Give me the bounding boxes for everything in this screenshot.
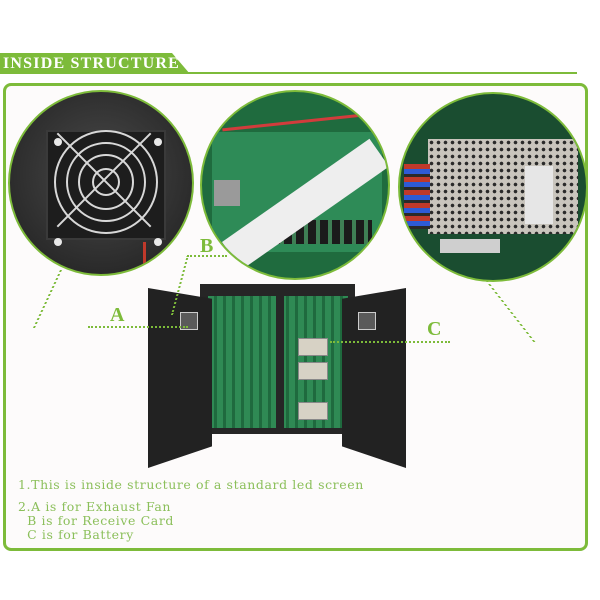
fan-screw [154,138,162,146]
cabinet-divider [276,296,284,428]
leader-line-c [330,341,450,343]
fan-grill-ring [66,142,146,222]
power-supply-label [525,166,553,224]
caption-line-4: C is for Battery [18,527,134,542]
leader-line-b [187,255,227,257]
fan-screw [54,238,62,246]
exhaust-fan-photo [8,90,194,276]
caption-line-2: 2.A is for Exhaust Fan [18,499,172,514]
network-port [214,180,240,206]
caption-line-3: B is for Receive Card [18,513,175,528]
fan-grill-ring [54,130,158,234]
battery-module [298,402,328,420]
power-wire [222,111,382,132]
page-title: INSIDE STRUCTURE [3,55,181,72]
terminal-wires [404,164,430,229]
battery-module [298,362,328,380]
label-a: A [110,304,125,326]
fan-grill-ring [92,168,120,196]
battery-module [298,338,328,356]
fan-grill-ring [78,154,134,210]
header-banner [0,53,190,74]
label-c: C [427,318,442,340]
fan-screw [54,138,62,146]
ribbon-cable [440,239,500,253]
battery-photo [398,92,588,282]
fan-screw [154,238,162,246]
fan-wire [143,242,146,274]
power-supply-unit [428,139,578,234]
header-divider [180,72,577,74]
receive-card-photo [200,90,390,280]
label-b: B [200,235,214,257]
caption-line-1: 1.This is inside structure of a standard… [18,477,364,492]
leader-line-a [88,326,188,328]
cabinet-fan-right [358,312,376,330]
cabinet-fan-left [180,312,198,330]
